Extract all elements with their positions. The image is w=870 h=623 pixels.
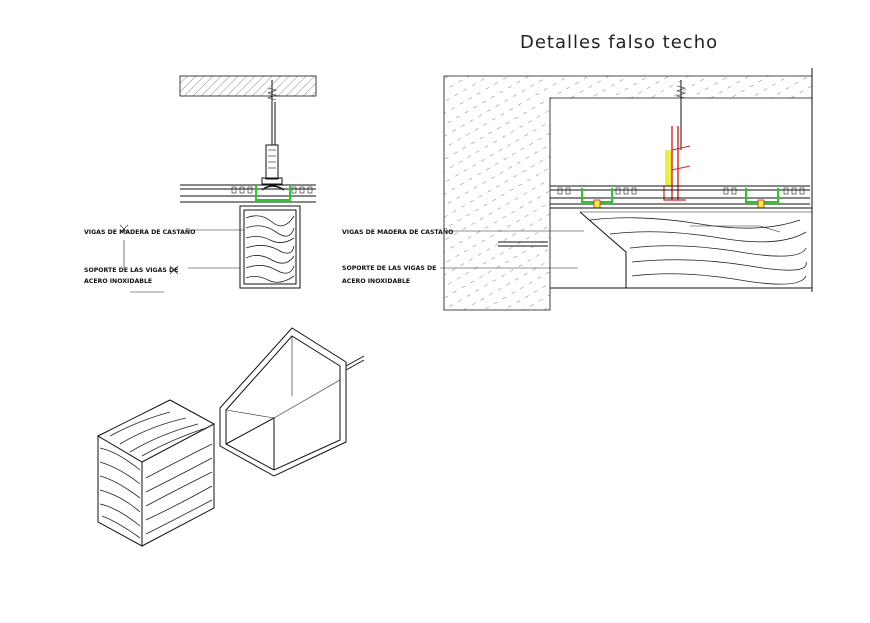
left-ceiling-panel bbox=[180, 184, 316, 203]
left-anchor-bolt bbox=[266, 80, 278, 145]
left-wood-beam bbox=[239, 205, 301, 289]
iso-steel-support bbox=[219, 327, 365, 477]
right-anchor-bolt bbox=[675, 80, 687, 150]
right-label-beam: VIGAS DE MADERA DE CASTAÑO bbox=[342, 227, 453, 236]
right-wood-beam bbox=[550, 207, 812, 289]
left-label-support-1: SOPORTE DE LAS VIGAS DE bbox=[84, 267, 178, 274]
iso-wood-block bbox=[96, 399, 216, 547]
right-section-detail: VIGAS DE MADERA DE CASTAÑO SOPORTE DE LA… bbox=[342, 68, 813, 311]
right-ceiling-panel bbox=[550, 185, 810, 205]
left-ceiling-slab bbox=[179, 75, 317, 97]
right-hanger bbox=[663, 126, 691, 201]
left-clip bbox=[255, 186, 291, 201]
right-label-support-1: SOPORTE DE LAS VIGAS DE bbox=[342, 265, 436, 272]
left-label-support-2: ACERO INOXIDABLE bbox=[84, 278, 152, 285]
left-label-beam: VIGAS DE MADERA DE CASTAÑO bbox=[84, 227, 195, 236]
right-label-support-2: ACERO INOXIDABLE bbox=[342, 278, 410, 285]
drawing-title: Detalles falso techo bbox=[520, 32, 718, 53]
left-section-detail: VIGAS DE MADERA DE CASTAÑO SOPORTE DE LA… bbox=[84, 75, 317, 293]
left-hanger bbox=[261, 144, 283, 185]
